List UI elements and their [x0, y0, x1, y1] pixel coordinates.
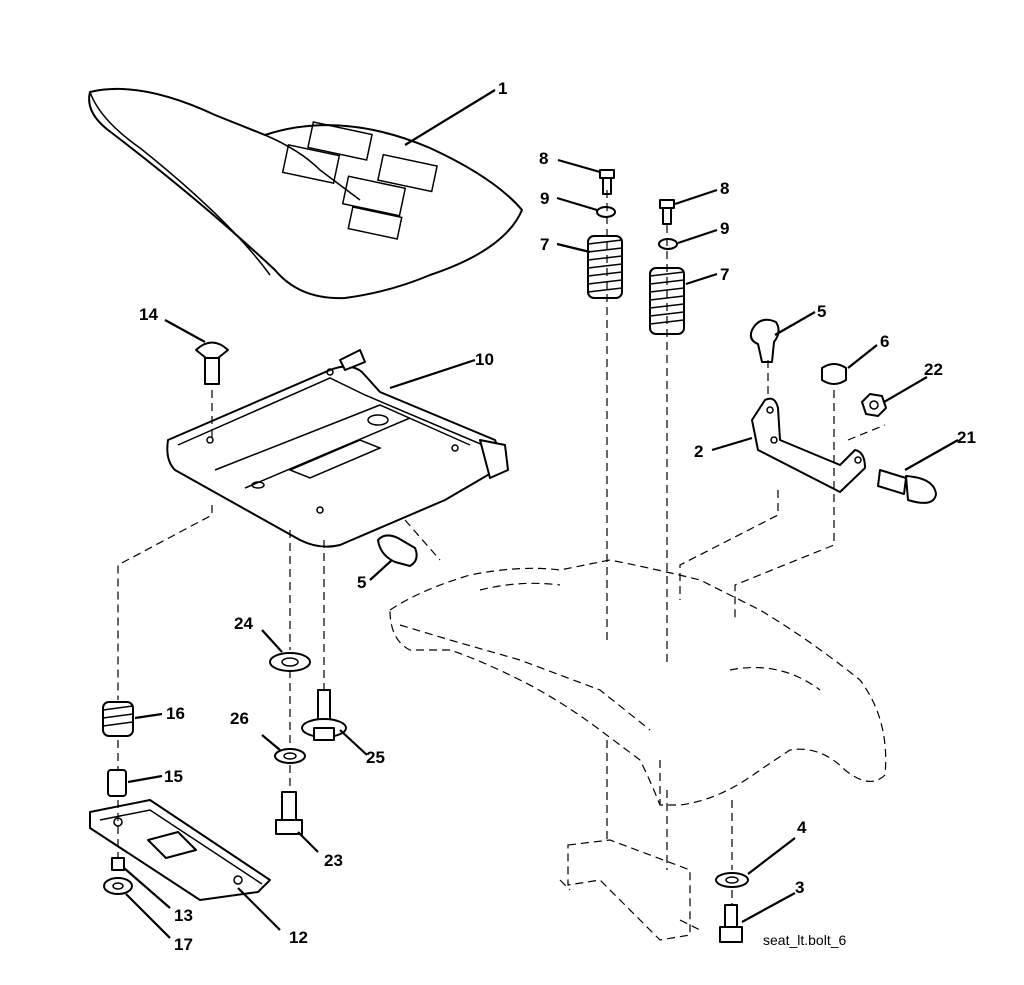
flat-washer-part: [269, 652, 311, 672]
callout-21: 21: [957, 428, 976, 447]
flange-bolt-part: [301, 689, 347, 741]
callout-4: 4: [797, 818, 807, 837]
callout-9b: 9: [720, 219, 729, 238]
callout-5b: 5: [357, 573, 366, 592]
carriage-bolt-part: [195, 341, 229, 385]
diagram-caption: seat_lt.bolt_6: [763, 932, 846, 948]
washer-part: [715, 872, 749, 888]
lock-washer-part: [274, 748, 306, 764]
hex-bolt-part: [275, 791, 303, 835]
coil-spring-part: [102, 701, 134, 737]
callout-7a: 7: [540, 235, 549, 254]
frame-outline: [389, 559, 887, 941]
callout-1: 1: [498, 79, 507, 98]
bolt-part: [659, 199, 675, 225]
clip-part: [377, 534, 418, 567]
seat-pan-part: [166, 349, 509, 548]
shoulder-bolt-part: [877, 469, 937, 504]
callout-6: 6: [880, 332, 889, 351]
callout-16: 16: [166, 704, 185, 723]
callout-5a: 5: [817, 302, 826, 321]
callout-26: 26: [230, 709, 249, 728]
bracket-part: [751, 397, 866, 493]
callout-14: 14: [139, 305, 158, 324]
callout-23: 23: [324, 851, 343, 870]
mount-plate-part: [89, 799, 271, 901]
callout-15: 15: [164, 767, 183, 786]
callout-12: 12: [289, 928, 308, 947]
clip-part: [749, 318, 780, 363]
bolt-part: [719, 904, 743, 943]
callout-2: 2: [694, 442, 703, 461]
spacer-part: [107, 769, 127, 797]
callout-7b: 7: [720, 265, 729, 284]
callout-8a: 8: [539, 149, 548, 168]
callout-17: 17: [174, 935, 193, 954]
washer-part: [658, 238, 678, 250]
leader-lines: [123, 89, 959, 939]
nut-part: [821, 363, 847, 385]
alignment-lines: [117, 190, 886, 905]
callout-9a: 9: [540, 189, 549, 208]
callout-10: 10: [475, 350, 494, 369]
locknut-part: [861, 393, 887, 417]
seat-part: [88, 87, 523, 300]
nut-part: [111, 857, 125, 871]
spring-part: [587, 235, 623, 299]
callout-22: 22: [924, 360, 943, 379]
callout-13: 13: [174, 906, 193, 925]
callout-labels: 1 2 3 4 5 5 6 7 7 8 8 9 9 10 12 13 14 15…: [139, 79, 976, 954]
callout-24: 24: [234, 614, 253, 633]
callout-3: 3: [795, 878, 804, 897]
callout-25: 25: [366, 748, 385, 767]
flange-nut-part: [103, 877, 133, 895]
washer-part: [596, 206, 616, 218]
callout-8b: 8: [720, 179, 729, 198]
